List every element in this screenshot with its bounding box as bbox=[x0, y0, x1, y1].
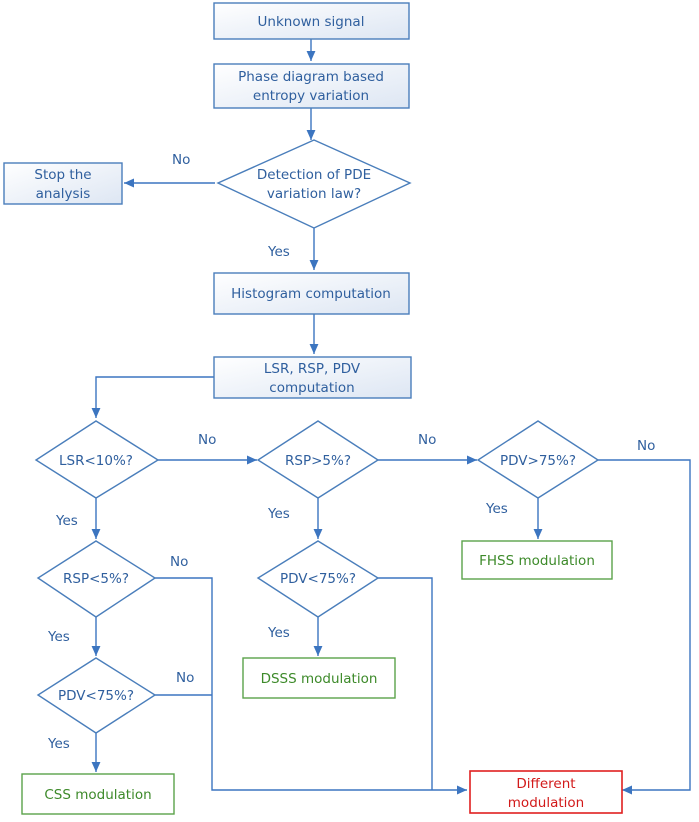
decision-lsr-10: LSR<10%? bbox=[34, 420, 160, 499]
decision-rsp-lt-5: RSP<5%? bbox=[36, 540, 157, 618]
decision-detection-pde: Detection of PDE variation law? bbox=[216, 139, 412, 229]
node-histogram-label: Histogram computation bbox=[231, 286, 391, 302]
label-no-lsr: No bbox=[198, 432, 216, 448]
label-yes-detection: Yes bbox=[267, 244, 290, 260]
decision-pdv-gt-75: PDV>75%? bbox=[476, 420, 600, 499]
node-lsr-rsp-pdv-line2: computation bbox=[269, 380, 354, 396]
decision-pdv-lt-75-mid: PDV<75%? bbox=[256, 540, 380, 618]
outcome-css: CSS modulation bbox=[21, 773, 175, 815]
decision-rsp-gt-5: RSP>5%? bbox=[256, 420, 380, 499]
decision-rsp-lt-5-label: RSP<5%? bbox=[63, 571, 129, 587]
label-yes-pdv-left: Yes bbox=[47, 736, 70, 752]
outcome-dsss-label: DSSS modulation bbox=[261, 671, 378, 687]
edge-pdv-mid-to-different bbox=[378, 577, 433, 790]
node-phase-diagram: Phase diagram based entropy variation bbox=[213, 63, 410, 109]
node-lsr-rsp-pdv-line1: LSR, RSP, PDV bbox=[264, 361, 361, 377]
label-no-rsp-lt: No bbox=[170, 554, 188, 570]
label-no-pdv-gt: No bbox=[637, 438, 655, 454]
decision-rsp-gt-5-label: RSP>5%? bbox=[285, 453, 351, 469]
outcome-different-line1: Different bbox=[516, 776, 575, 792]
label-yes-rsp-lt: Yes bbox=[47, 629, 70, 645]
node-histogram: Histogram computation bbox=[213, 272, 410, 315]
decision-detection-line2: variation law? bbox=[267, 186, 361, 202]
node-stop-line2: analysis bbox=[36, 186, 91, 202]
node-phase-diagram-line1: Phase diagram based bbox=[238, 69, 384, 85]
label-no-rsp-gt: No bbox=[418, 432, 436, 448]
edge-labels: No Yes No No No Yes Yes Yes No Yes Yes N… bbox=[47, 152, 655, 752]
outcome-different-line2: modulation bbox=[508, 795, 584, 811]
decision-detection-line1: Detection of PDE bbox=[257, 167, 371, 183]
decision-pdv-lt-75-left-label: PDV<75%? bbox=[58, 688, 134, 704]
label-yes-lsr: Yes bbox=[55, 513, 78, 529]
label-yes-pdv-mid: Yes bbox=[267, 625, 290, 641]
node-phase-diagram-line2: entropy variation bbox=[253, 88, 369, 104]
label-yes-pdv-gt: Yes bbox=[485, 501, 508, 517]
edge-pdv-gt-to-different bbox=[598, 459, 691, 795]
label-no-pdv-left: No bbox=[176, 670, 194, 686]
node-unknown-signal: Unknown signal bbox=[213, 2, 410, 40]
node-stop-line1: Stop the bbox=[34, 167, 91, 183]
node-stop: Stop the analysis bbox=[3, 162, 123, 205]
decision-pdv-lt-75-mid-label: PDV<75%? bbox=[280, 571, 356, 587]
decision-pdv-gt-75-label: PDV>75%? bbox=[500, 453, 576, 469]
label-no-detection: No bbox=[172, 152, 190, 168]
outcome-css-label: CSS modulation bbox=[44, 787, 151, 803]
outcome-dsss: DSSS modulation bbox=[242, 657, 396, 699]
edge-computation-to-lsr bbox=[91, 376, 214, 418]
node-unknown-signal-label: Unknown signal bbox=[258, 14, 365, 30]
outcome-fhss-label: FHSS modulation bbox=[479, 553, 595, 569]
label-yes-rsp-gt: Yes bbox=[267, 506, 290, 522]
node-lsr-rsp-pdv: LSR, RSP, PDV computation bbox=[213, 356, 412, 399]
decision-lsr-10-label: LSR<10%? bbox=[59, 453, 133, 469]
outcome-different: Different modulation bbox=[469, 770, 623, 814]
decision-pdv-lt-75-left: PDV<75%? bbox=[36, 657, 157, 734]
edge-rsp-lt-to-different bbox=[155, 577, 467, 795]
outcome-fhss: FHSS modulation bbox=[461, 540, 613, 580]
edges bbox=[91, 39, 691, 795]
